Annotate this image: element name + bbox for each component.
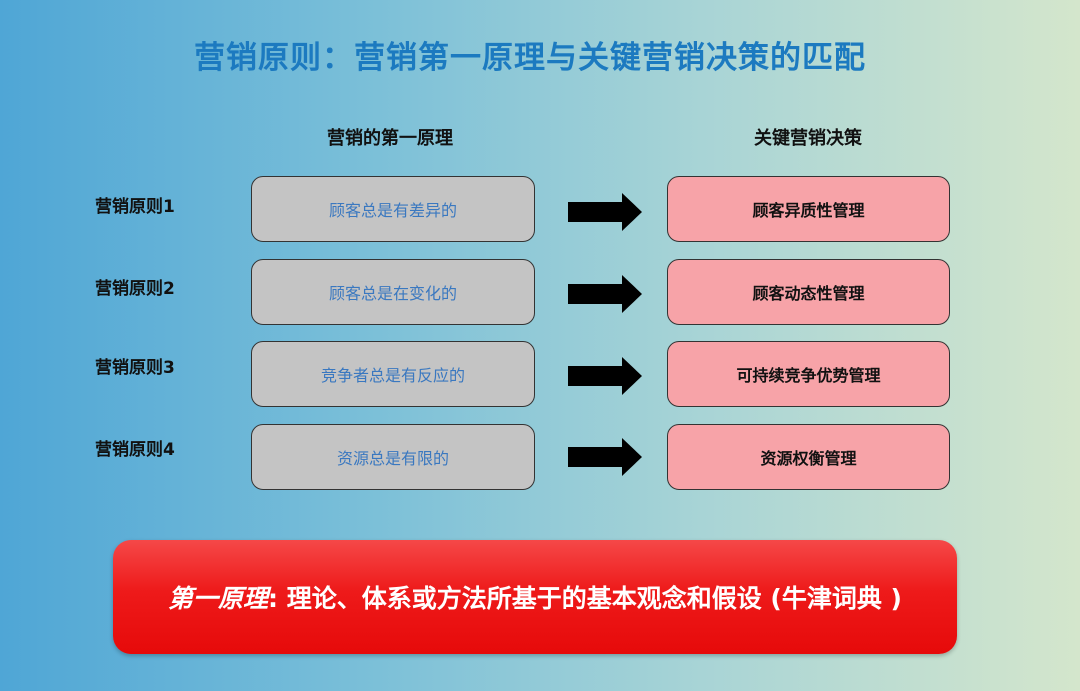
arrow-right-icon <box>568 275 642 313</box>
principle-box: 顾客总是有差异的 <box>251 176 535 242</box>
row-label: 营销原则1 <box>95 197 175 217</box>
principle-box: 竞争者总是有反应的 <box>251 341 535 407</box>
row-label: 营销原则3 <box>95 358 175 378</box>
column-header-principles: 营销的第一原理 <box>327 128 453 149</box>
column-header-decisions: 关键营销决策 <box>754 128 862 149</box>
definition-text: : 理论、体系或方法所基于的基本观念和假设 (牛津词典 ) <box>268 584 902 613</box>
principle-box: 资源总是有限的 <box>251 424 535 490</box>
row-label: 营销原则2 <box>95 279 175 299</box>
decision-box: 可持续竞争优势管理 <box>667 341 950 407</box>
slide-title: 营销原则：营销第一原理与关键营销决策的匹配 <box>194 40 866 76</box>
row-label: 营销原则4 <box>95 440 175 460</box>
arrow-right-icon <box>568 357 642 395</box>
principle-box: 顾客总是在变化的 <box>251 259 535 325</box>
arrow-right-icon <box>568 193 642 231</box>
arrow-right-icon <box>568 438 642 476</box>
decision-box: 顾客异质性管理 <box>667 176 950 242</box>
definition-banner: 第一原理 : 理论、体系或方法所基于的基本观念和假设 (牛津词典 ) <box>113 540 957 654</box>
definition-term: 第一原理 <box>168 584 269 613</box>
decision-box: 顾客动态性管理 <box>667 259 950 325</box>
decision-box: 资源权衡管理 <box>667 424 950 490</box>
